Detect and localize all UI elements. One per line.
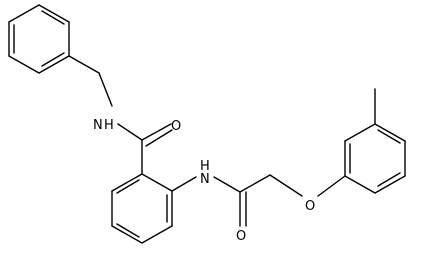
atom-n-amide-left: N: [93, 118, 103, 133]
upper-amide-carbonyl: [117, 123, 173, 175]
anilide-linker: [171, 176, 241, 193]
lower-amide-carbonyl: [239, 174, 303, 227]
atom-h-amide-left: H: [104, 118, 114, 133]
atom-h-amide-right: H: [200, 159, 210, 174]
benzyl-phenyl-ring: [8, 4, 70, 74]
atom-o-ether: O: [305, 199, 315, 214]
m-tolyl-ring: [344, 123, 406, 194]
atom-o-carbonyl-upper: O: [171, 119, 181, 134]
atom-n-amide-right: N: [200, 172, 210, 187]
central-benzene-ring: [111, 173, 173, 244]
atom-o-carbonyl-lower: O: [236, 229, 246, 244]
ether-linker: [317, 175, 346, 197]
benzyl-linker: [68, 55, 113, 107]
